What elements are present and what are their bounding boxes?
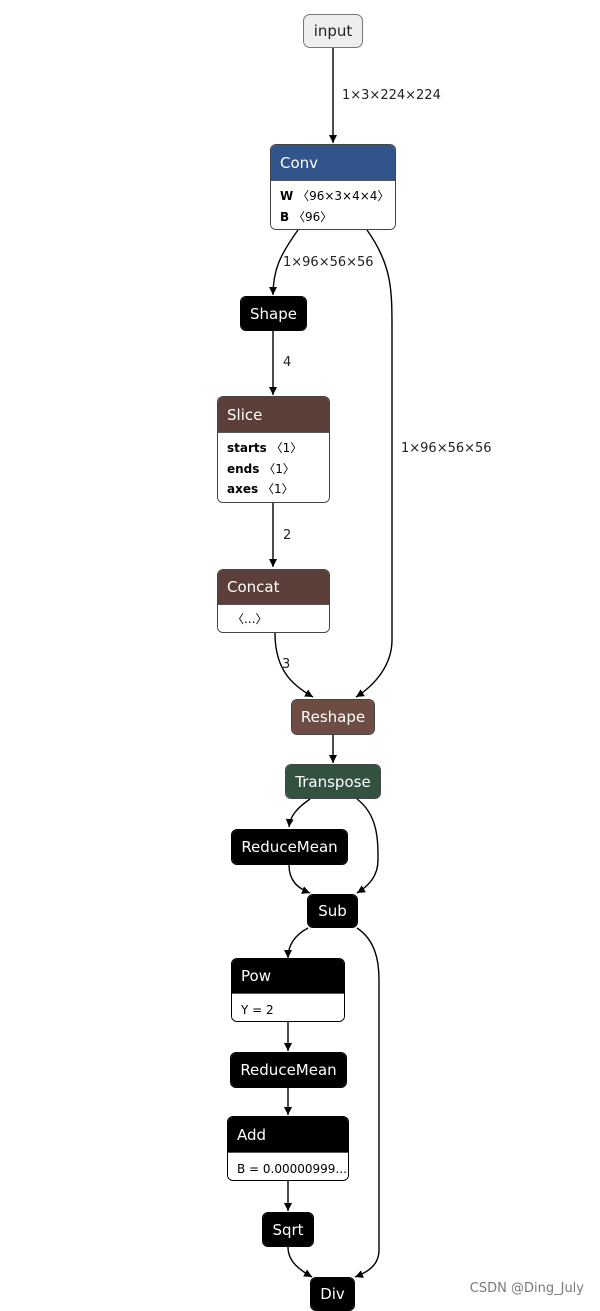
attr-starts-value: 〈1〉 [270, 441, 303, 455]
node-shape-label: Shape [241, 297, 306, 330]
node-reducemean-2[interactable]: ReduceMean [230, 1052, 347, 1088]
node-conv-attributes: W 〈96×3×4×4〉 B 〈96〉 [271, 180, 395, 229]
node-reshape[interactable]: Reshape [291, 699, 375, 735]
attr-starts-key: starts [227, 441, 267, 455]
edge-conv-shape [269, 229, 299, 296]
attr-pow-y: Y = 2 [241, 1003, 274, 1017]
node-conv[interactable]: Conv W 〈96×3×4×4〉 B 〈96〉 [270, 144, 396, 230]
node-add-label: Add [228, 1117, 348, 1152]
node-concat-label: Concat [218, 570, 329, 604]
attr-axes-value: 〈1〉 [261, 482, 294, 496]
node-slice-attributes: starts 〈1〉 ends 〈1〉 axes 〈1〉 [218, 432, 329, 502]
node-transpose-label: Transpose [286, 765, 380, 798]
node-pow-attributes: Y = 2 [232, 993, 344, 1021]
node-transpose[interactable]: Transpose [285, 764, 381, 799]
edge-reducemean1-sub [288, 864, 311, 894]
attr-ends-value: 〈1〉 [263, 461, 295, 476]
node-shape[interactable]: Shape [240, 296, 307, 331]
node-sqrt-label: Sqrt [263, 1213, 313, 1246]
edge-conv-reshape [355, 229, 393, 698]
edge-sub-div [354, 927, 380, 1278]
edge-label-conv-shape: 1×96×56×56 [283, 255, 374, 270]
attr-b-key: B [280, 209, 290, 224]
attr-add-b: B = 0.00000999... [237, 1162, 347, 1176]
attr-axes-key: axes [227, 482, 259, 496]
node-reducemean-1-label: ReduceMean [232, 830, 347, 864]
edge-sqrt-div [287, 1246, 313, 1278]
edge-label-concat-reshape: 3 [282, 657, 291, 672]
node-reshape-label: Reshape [292, 700, 374, 734]
edge-label-slice-concat: 2 [283, 528, 292, 543]
edge-label-input-conv: 1×3×224×224 [342, 88, 441, 103]
node-reducemean-2-label: ReduceMean [231, 1053, 346, 1087]
attr-w-key: W [280, 189, 294, 203]
node-slice[interactable]: Slice starts 〈1〉 ends 〈1〉 axes 〈1〉 [217, 396, 330, 503]
edge-concat-reshape [274, 632, 314, 698]
watermark: CSDN @Ding_July [469, 1281, 584, 1296]
node-div[interactable]: Div [310, 1277, 355, 1311]
edge-label-shape-slice: 4 [283, 355, 292, 370]
node-pow[interactable]: Pow Y = 2 [231, 958, 345, 1022]
edge-label-conv-reshape: 1×96×56×56 [401, 441, 492, 456]
attr-concat-value: 〈...〉 [232, 612, 268, 626]
node-input[interactable]: input [303, 14, 363, 48]
node-div-label: Div [311, 1278, 354, 1310]
edge-transpose-sub [356, 798, 379, 894]
node-input-label: input [313, 22, 353, 40]
node-slice-label: Slice [218, 397, 329, 432]
node-sqrt[interactable]: Sqrt [262, 1212, 314, 1247]
node-reducemean-1[interactable]: ReduceMean [231, 829, 348, 865]
node-sub-label: Sub [308, 895, 357, 927]
node-add-attributes: B = 0.00000999... [228, 1152, 348, 1180]
node-concat-attributes: 〈...〉 [218, 604, 329, 632]
attr-b-value: 〈96〉 [292, 209, 333, 224]
edge-sub-pow [284, 927, 309, 959]
node-conv-label: Conv [271, 145, 395, 180]
node-concat[interactable]: Concat 〈...〉 [217, 569, 330, 633]
node-pow-label: Pow [232, 959, 344, 993]
edge-transpose-reducemean1 [285, 798, 311, 828]
attr-ends-key: ends [227, 461, 260, 476]
node-add[interactable]: Add B = 0.00000999... [227, 1116, 349, 1181]
attr-w-value: 〈96×3×4×4〉 [297, 189, 390, 203]
node-sub[interactable]: Sub [307, 894, 358, 928]
